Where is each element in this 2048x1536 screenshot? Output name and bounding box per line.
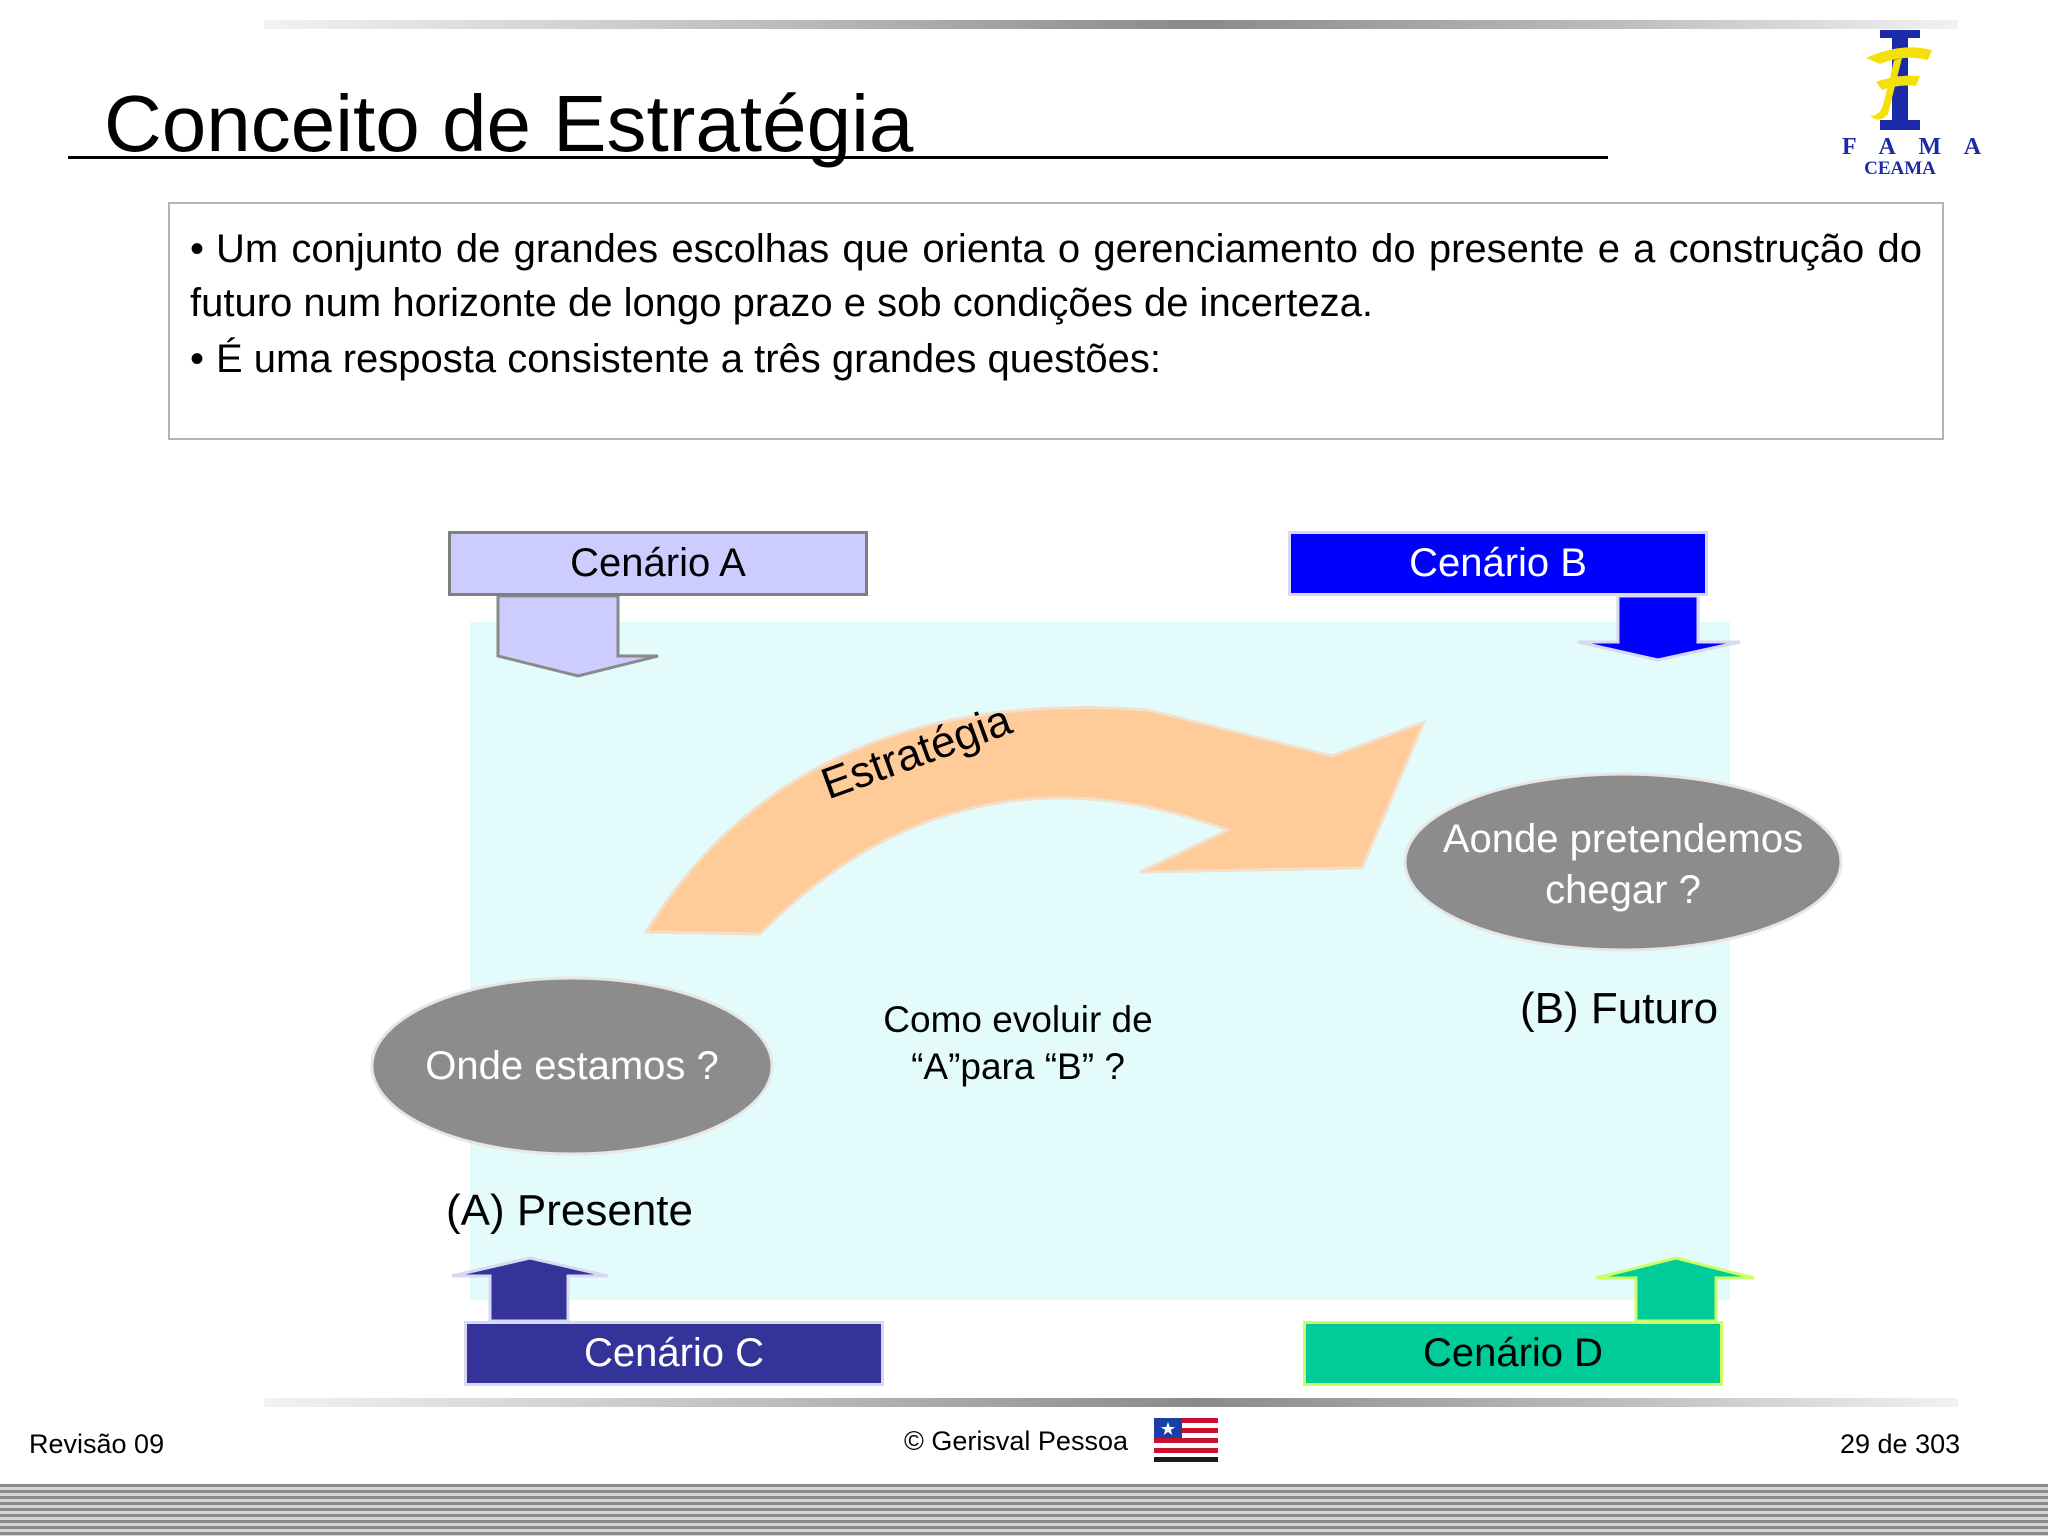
futuro-label: (B) Futuro <box>1520 984 1719 1033</box>
definition-box: •Um conjunto de grandes escolhas que ori… <box>168 202 1944 440</box>
cenario-d-arrow-icon <box>1595 1256 1755 1323</box>
presente-label: (A) Presente <box>446 1186 693 1235</box>
bottom-divider <box>264 1398 1958 1407</box>
cenario-d-box: Cenário D <box>1303 1321 1723 1386</box>
logo-text-fama: F A M A <box>1842 134 1991 160</box>
bullet-item: •É uma resposta consistente a três grand… <box>190 332 1922 386</box>
cenario-c-box: Cenário C <box>464 1321 884 1386</box>
strategy-arrow-icon <box>643 706 1427 936</box>
como-evoluir-label: Como evoluir de “A”para “B” ? <box>883 999 1153 1087</box>
cenario-b-arrow-icon <box>1577 594 1741 662</box>
estrategia-label: Estratégia <box>814 695 1018 810</box>
bottom-stripe-band <box>0 1484 2048 1536</box>
bullet-marker: • <box>190 337 205 381</box>
onde-estamos-label: Onde estamos ? <box>425 1043 719 1088</box>
logo-text-ceama: CEAMA <box>1864 158 1936 179</box>
slide-title: Conceito de Estratégia <box>104 79 914 168</box>
cenario-c-arrow-icon <box>451 1256 609 1323</box>
bullet-marker: • <box>190 227 205 271</box>
fama-column-icon <box>1866 30 1932 130</box>
bullet-item: •Um conjunto de grandes escolhas que ori… <box>190 222 1922 330</box>
maranhao-flag-icon <box>1154 1418 1218 1462</box>
cenario-a-arrow-icon <box>496 594 659 678</box>
bullet-text: É uma resposta consistente a três grande… <box>216 337 1161 381</box>
cenario-a-box: Cenário A <box>448 531 868 596</box>
top-divider <box>264 20 1958 29</box>
footer-page-number: 29 de 303 <box>1840 1429 1961 1459</box>
title-underline <box>68 156 1608 159</box>
bullet-text: Um conjunto de grandes escolhas que orie… <box>190 227 1922 325</box>
footer-revision: Revisão 09 <box>29 1429 165 1459</box>
aonde-pretendemos-label: Aonde pretendemos chegar ? <box>1442 817 1804 912</box>
footer-copyright: © Gerisval Pessoa <box>904 1426 1128 1456</box>
fama-logo: F A M A CEAMA <box>1836 28 1991 180</box>
cenario-b-box: Cenário B <box>1288 531 1708 596</box>
